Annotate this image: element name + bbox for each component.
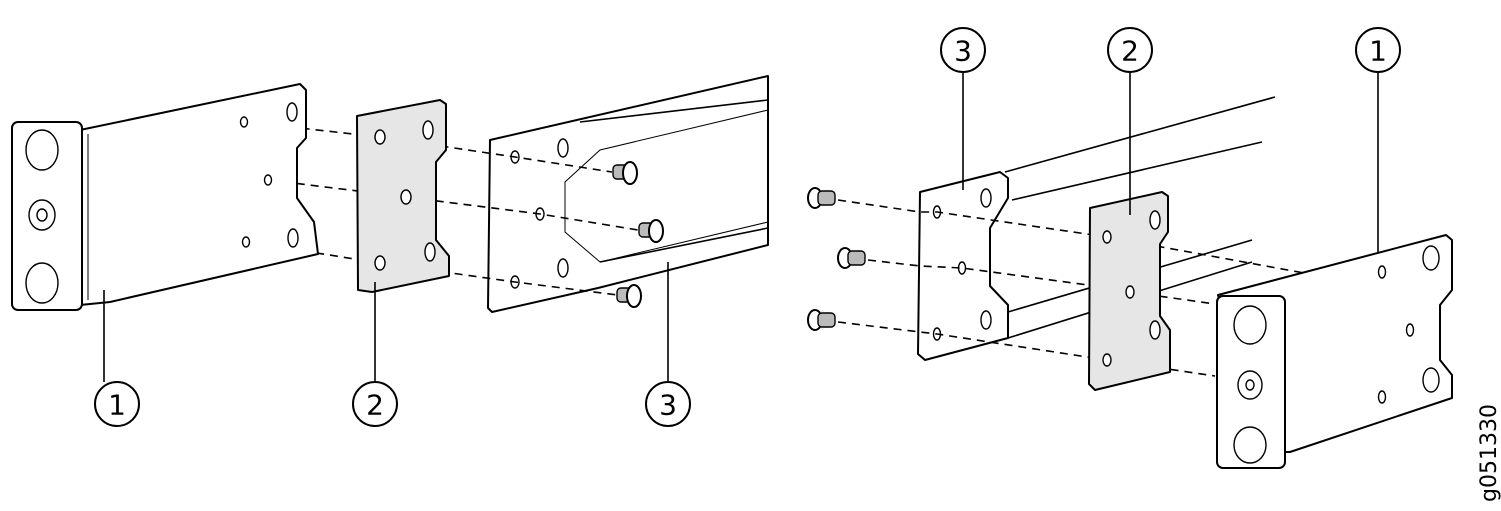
left-adapter-plate [356, 99, 450, 293]
callout-3-right: 3 [940, 27, 986, 73]
callout-label: 2 [366, 389, 384, 422]
left-rail [487, 75, 769, 313]
screw-icon [807, 309, 836, 331]
screw-icon [837, 247, 866, 269]
callout-label: 3 [954, 35, 972, 68]
callout-label: 1 [108, 389, 126, 422]
screw-icon [612, 161, 638, 185]
callout-2-left: 2 [352, 381, 398, 427]
left-bracket [11, 83, 319, 311]
callout-label: 3 [659, 389, 677, 422]
figure-id: g051330 [1477, 404, 1501, 502]
callout-2-right: 2 [1107, 27, 1153, 73]
callout-label: 2 [1121, 35, 1139, 68]
right-bracket [1216, 234, 1453, 469]
callout-1-right: 1 [1355, 27, 1401, 73]
screw-icon [807, 187, 836, 209]
screw-icon [638, 219, 664, 243]
right-rail [917, 171, 1009, 361]
left-view: 1 2 3 [11, 75, 769, 427]
callout-3-left: 3 [645, 381, 691, 427]
screw-icon [616, 284, 642, 308]
right-adapter-plate [1088, 191, 1171, 391]
callout-label: 1 [1369, 35, 1387, 68]
callout-1-left: 1 [94, 381, 140, 427]
right-view: 3 2 1 [807, 27, 1453, 469]
